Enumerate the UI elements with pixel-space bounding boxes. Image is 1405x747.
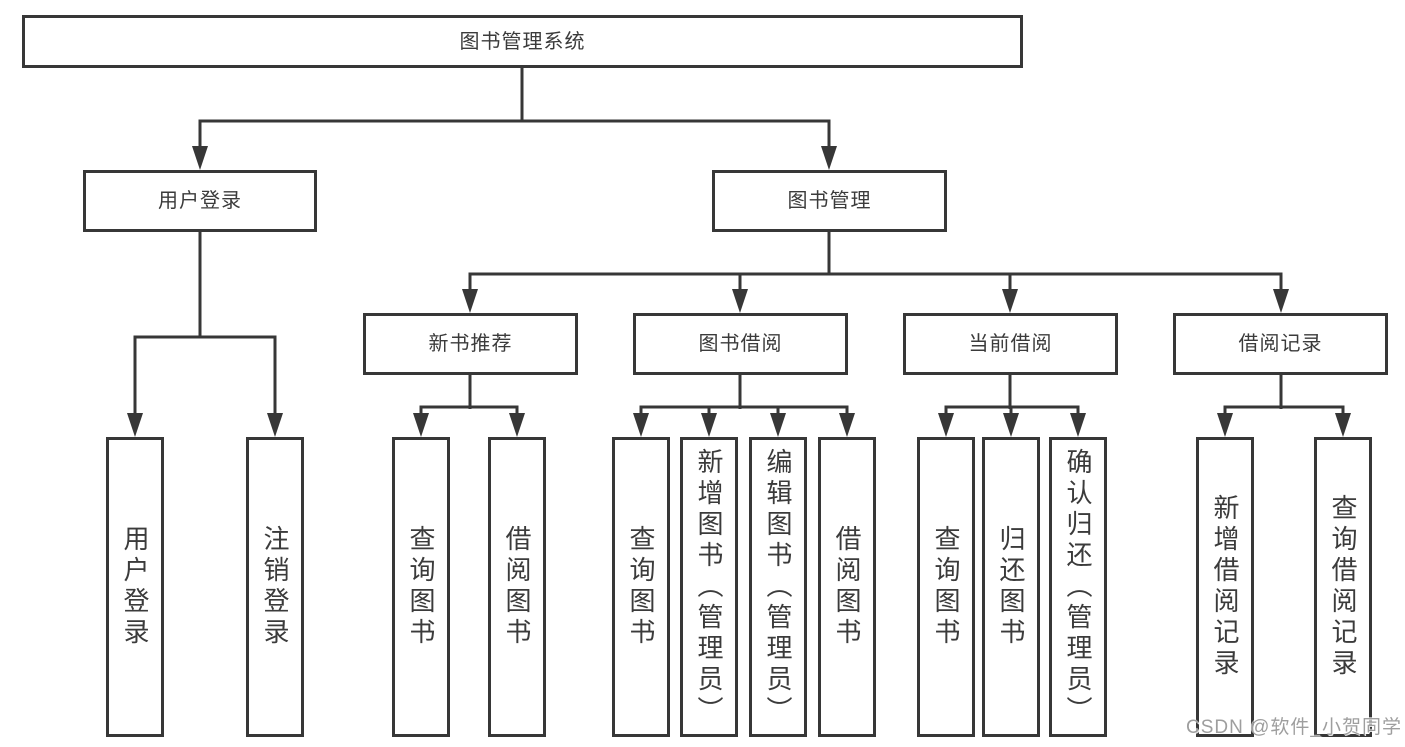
node-book-mgmt: 图书管理 xyxy=(712,170,947,232)
node-leaf-query-book-2: 查询图书 xyxy=(612,437,670,737)
node-book-mgmt-label: 图书管理 xyxy=(787,190,872,212)
node-leaf-borrow-book-2-label: 借阅图书 xyxy=(832,525,862,649)
node-leaf-user-login-label: 用户登录 xyxy=(120,525,150,649)
node-leaf-return-book: 归还图书 xyxy=(982,437,1040,737)
node-leaf-confirm-return-label: 确认归还（管理员） xyxy=(1063,447,1093,727)
node-leaf-user-login: 用户登录 xyxy=(106,437,164,737)
node-new-book-rec: 新书推荐 xyxy=(363,313,578,375)
node-root: 图书管理系统 xyxy=(22,15,1023,68)
node-leaf-query-book-1: 查询图书 xyxy=(392,437,450,737)
node-leaf-add-book-label: 新增图书（管理员） xyxy=(694,447,724,727)
node-leaf-return-book-label: 归还图书 xyxy=(996,525,1026,649)
node-leaf-add-book: 新增图书（管理员） xyxy=(680,437,738,737)
node-leaf-borrow-book-2: 借阅图书 xyxy=(818,437,876,737)
node-book-borrow-label: 图书借阅 xyxy=(698,333,783,355)
node-leaf-add-record-label: 新增借阅记录 xyxy=(1210,494,1240,680)
node-current-borrow-label: 当前借阅 xyxy=(968,333,1053,355)
node-user-login: 用户登录 xyxy=(83,170,317,232)
node-leaf-logout: 注销登录 xyxy=(246,437,304,737)
node-leaf-logout-label: 注销登录 xyxy=(260,525,290,649)
node-book-borrow: 图书借阅 xyxy=(633,313,848,375)
node-leaf-edit-book: 编辑图书（管理员） xyxy=(749,437,807,737)
node-user-login-label: 用户登录 xyxy=(158,190,242,212)
node-root-label: 图书管理系统 xyxy=(459,30,586,53)
node-leaf-query-record-label: 查询借阅记录 xyxy=(1328,494,1358,680)
node-leaf-query-book-3: 查询图书 xyxy=(917,437,975,737)
node-leaf-borrow-book-1: 借阅图书 xyxy=(488,437,546,737)
node-borrow-records: 借阅记录 xyxy=(1173,313,1388,375)
node-leaf-add-record: 新增借阅记录 xyxy=(1196,437,1254,737)
node-leaf-query-record: 查询借阅记录 xyxy=(1314,437,1372,737)
node-leaf-query-book-1-label: 查询图书 xyxy=(406,525,436,649)
node-leaf-edit-book-label: 编辑图书（管理员） xyxy=(763,447,793,727)
node-leaf-query-book-3-label: 查询图书 xyxy=(931,525,961,649)
watermark: CSDN @软件_小贺同学 xyxy=(1186,717,1402,738)
node-current-borrow: 当前借阅 xyxy=(903,313,1118,375)
node-leaf-confirm-return: 确认归还（管理员） xyxy=(1049,437,1107,737)
node-leaf-borrow-book-1-label: 借阅图书 xyxy=(502,525,532,649)
node-borrow-records-label: 借阅记录 xyxy=(1238,333,1323,355)
node-new-book-rec-label: 新书推荐 xyxy=(428,333,513,355)
node-leaf-query-book-2-label: 查询图书 xyxy=(626,525,656,649)
